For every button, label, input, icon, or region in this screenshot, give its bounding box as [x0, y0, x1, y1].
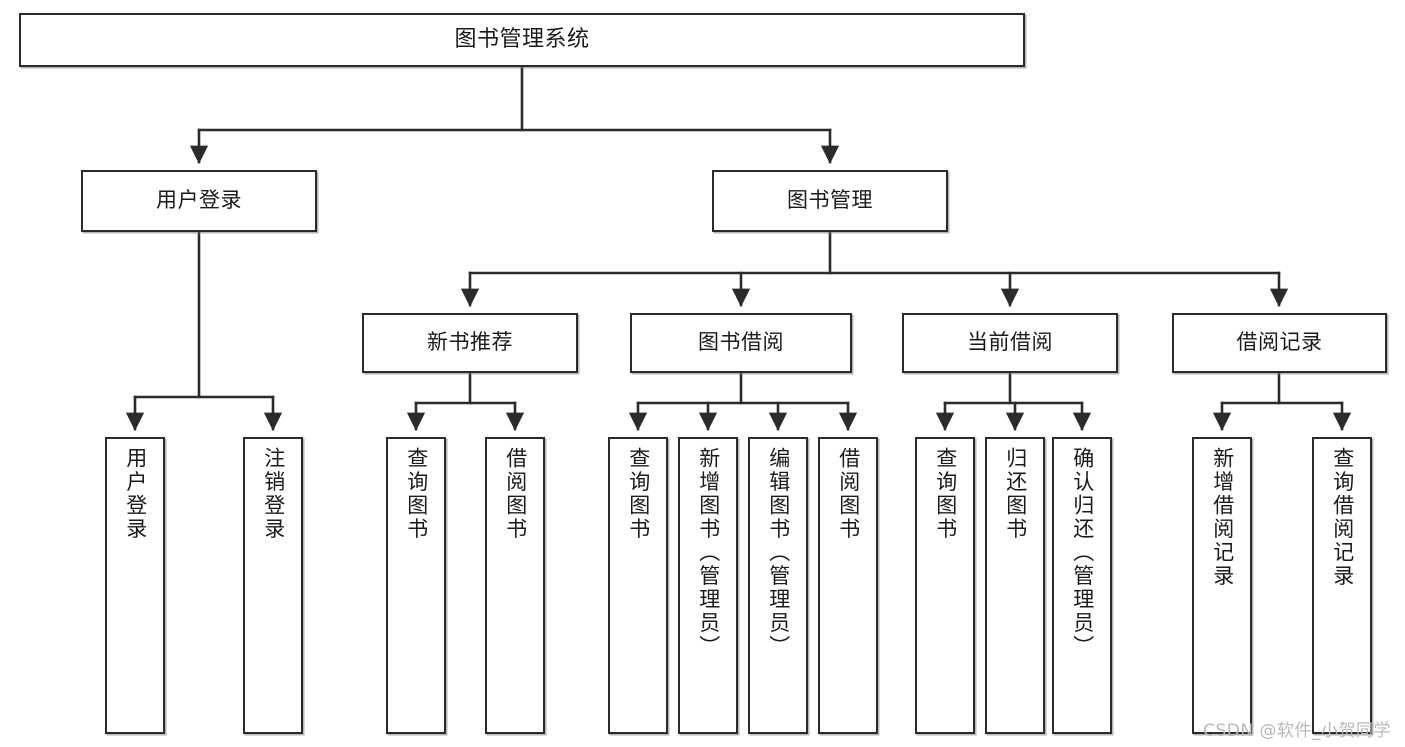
node-l-nb-query[interactable]: 查询图书 — [386, 437, 446, 734]
node-label-l-bw-edit: 编辑图书（管理员） — [766, 447, 791, 659]
node-label-l-nb-query: 查询图书 — [404, 447, 429, 541]
node-label-l-user-login: 用户登录 — [123, 447, 148, 541]
node-l-nb-borrow[interactable]: 借阅图书 — [485, 437, 545, 734]
node-root[interactable]: 图书管理系统 — [19, 13, 1025, 67]
node-label-n-record: 借阅记录 — [1236, 330, 1323, 355]
node-l-bw-edit[interactable]: 编辑图书（管理员） — [748, 437, 808, 734]
node-l-rc-query[interactable]: 查询借阅记录 — [1312, 437, 1372, 734]
node-label-root: 图书管理系统 — [454, 26, 590, 52]
node-l-user-logout[interactable]: 注销登录 — [243, 437, 303, 734]
node-l-rc-add[interactable]: 新增借阅记录 — [1192, 437, 1252, 734]
node-label-l-rc-add: 新增借阅记录 — [1210, 447, 1235, 588]
node-label-l-cu-confirm: 确认归还（管理员） — [1070, 447, 1095, 659]
node-n-login[interactable]: 用户登录 — [81, 170, 317, 232]
node-label-l-bw-borrow: 借阅图书 — [836, 447, 861, 541]
node-l-bw-add[interactable]: 新增图书（管理员） — [678, 437, 738, 734]
node-label-n-newbook: 新书推荐 — [427, 330, 513, 355]
node-l-bw-borrow[interactable]: 借阅图书 — [818, 437, 878, 734]
node-label-l-bw-query: 查询图书 — [626, 447, 651, 541]
node-label-n-current: 当前借阅 — [967, 330, 1053, 355]
node-label-l-rc-query: 查询借阅记录 — [1330, 447, 1355, 588]
node-label-l-nb-borrow: 借阅图书 — [503, 447, 528, 541]
node-l-user-login[interactable]: 用户登录 — [105, 437, 165, 734]
node-n-borrow[interactable]: 图书借阅 — [630, 313, 852, 373]
node-n-book[interactable]: 图书管理 — [712, 170, 948, 232]
node-label-l-user-logout: 注销登录 — [261, 447, 286, 541]
node-label-l-bw-add: 新增图书（管理员） — [696, 447, 721, 659]
node-label-l-cu-query: 查询图书 — [933, 447, 958, 541]
node-l-cu-return[interactable]: 归还图书 — [985, 437, 1045, 734]
node-l-bw-query[interactable]: 查询图书 — [608, 437, 668, 734]
node-n-record[interactable]: 借阅记录 — [1172, 313, 1387, 373]
node-label-n-borrow: 图书借阅 — [698, 330, 784, 355]
node-n-current[interactable]: 当前借阅 — [902, 313, 1118, 373]
node-label-n-login: 用户登录 — [156, 188, 242, 213]
node-l-cu-query[interactable]: 查询图书 — [915, 437, 975, 734]
node-l-cu-confirm[interactable]: 确认归还（管理员） — [1052, 437, 1112, 734]
node-label-l-cu-return: 归还图书 — [1003, 447, 1028, 541]
node-n-newbook[interactable]: 新书推荐 — [362, 313, 578, 373]
node-label-n-book: 图书管理 — [787, 188, 873, 213]
